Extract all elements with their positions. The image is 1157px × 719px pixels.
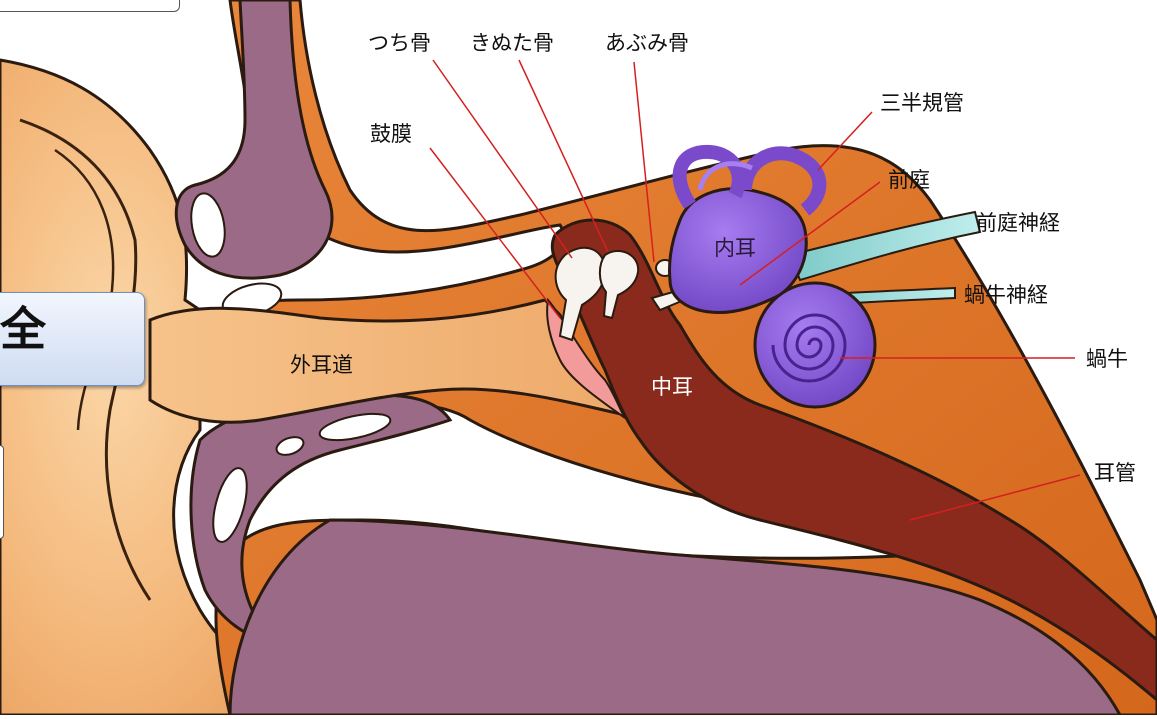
label-vestibule: 前庭 xyxy=(888,170,930,191)
side-partial-button-label: 全 xyxy=(0,306,46,352)
label-ear-canal: 外耳道 xyxy=(290,355,353,376)
label-cochlea: 蝸牛 xyxy=(1086,349,1128,370)
label-malleus: つち骨 xyxy=(368,33,431,54)
label-middle-ear: 中耳 xyxy=(651,377,693,398)
label-cochlear-nerve: 蝸牛神経 xyxy=(964,285,1048,306)
label-vestibular-nerve: 前庭神経 xyxy=(976,213,1060,234)
label-stapes: あぶみ骨 xyxy=(605,33,689,54)
top-partial-box xyxy=(0,0,180,12)
label-semicircular-canals: 三半規管 xyxy=(880,93,964,114)
label-inner-ear: 内耳 xyxy=(714,238,756,259)
side-partial-box-2 xyxy=(0,445,4,539)
label-eardrum: 鼓膜 xyxy=(370,124,412,145)
label-eustachian-tube: 耳管 xyxy=(1094,463,1136,484)
label-incus: きぬた骨 xyxy=(470,33,554,54)
